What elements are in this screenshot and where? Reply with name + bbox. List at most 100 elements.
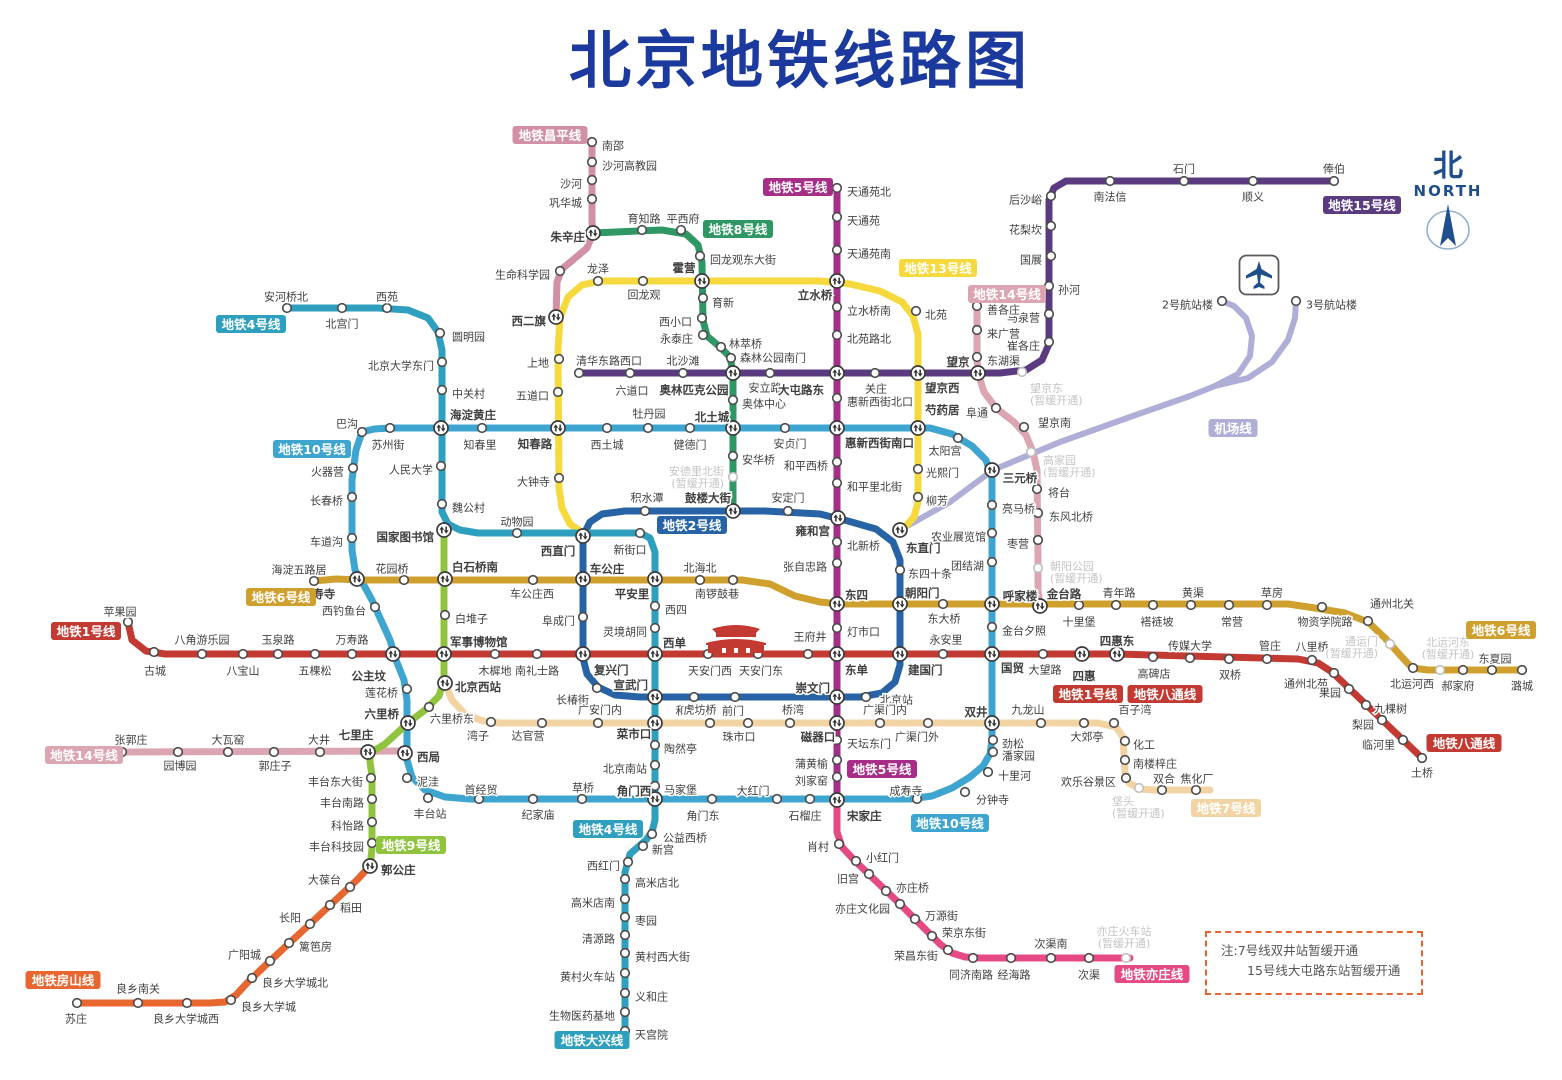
station-西单[interactable]: [647, 646, 663, 662]
station-北运河东[interactable]: [1434, 664, 1446, 676]
station-花梨坎[interactable]: [1045, 220, 1057, 232]
station-四惠东[interactable]: [1109, 646, 1125, 662]
station-来广营[interactable]: [971, 324, 983, 336]
station-崇文门[interactable]: [829, 689, 845, 705]
station-土桥[interactable]: [1416, 752, 1428, 764]
station-芍药居[interactable]: [910, 420, 926, 436]
station-枣营[interactable]: [1032, 534, 1044, 546]
station-大望路[interactable]: [1037, 648, 1049, 660]
line-badge-机场线[interactable]: 机场线: [1208, 419, 1258, 437]
station-永安里[interactable]: [937, 648, 949, 660]
station-西土城[interactable]: [601, 422, 613, 434]
line-badge-地铁7号线[interactable]: 地铁7号线: [1191, 799, 1261, 817]
station-苏州街[interactable]: [384, 422, 396, 434]
station-通运门[interactable]: [1384, 638, 1396, 650]
station-梨园[interactable]: [1376, 714, 1388, 726]
station-高米店北[interactable]: [619, 873, 631, 885]
station-双桥[interactable]: [1223, 653, 1235, 665]
station-双合[interactable]: [1156, 784, 1168, 796]
station-同济南路[interactable]: [967, 952, 979, 964]
line-badge-地铁10号线[interactable]: 地铁10号线: [911, 814, 989, 832]
station-王府井[interactable]: [802, 648, 814, 660]
station-劲松[interactable]: [987, 734, 999, 746]
station-苹果园[interactable]: [122, 616, 134, 628]
station-光熙门[interactable]: [912, 463, 924, 475]
station-六道口[interactable]: [624, 367, 636, 379]
line-badge-地铁6号线[interactable]: 地铁6号线: [1466, 621, 1536, 639]
station-十里堡[interactable]: [1073, 599, 1085, 611]
station-宣武门[interactable]: [647, 689, 663, 705]
station-北新桥[interactable]: [831, 536, 843, 548]
station-朱辛庄[interactable]: [585, 225, 601, 241]
station-新街口[interactable]: [634, 527, 646, 539]
station-3号航站楼[interactable]: [1290, 295, 1302, 307]
station-阜通[interactable]: [990, 402, 1002, 414]
station-灵境胡同[interactable]: [649, 622, 661, 634]
station-回龙观东大街[interactable]: [694, 250, 706, 262]
station-军事博物馆[interactable]: [436, 646, 452, 662]
station-金台夕照[interactable]: [986, 621, 998, 633]
station-广渠门外[interactable]: [922, 717, 934, 729]
station-知春路[interactable]: [550, 420, 566, 436]
station-海淀五路居[interactable]: [308, 575, 320, 587]
station-望京东[interactable]: [1016, 366, 1028, 378]
station-北沙滩[interactable]: [677, 367, 689, 379]
station-泥洼[interactable]: [401, 772, 413, 784]
station-万源街[interactable]: [909, 913, 921, 925]
station-林萃桥[interactable]: [715, 341, 727, 353]
station-北宫门[interactable]: [336, 302, 348, 314]
line-badge-地铁1号线[interactable]: 地铁1号线: [1053, 685, 1123, 703]
station-龙泽[interactable]: [592, 275, 604, 287]
station-大葆台[interactable]: [344, 881, 356, 893]
station-高家园[interactable]: [1025, 446, 1037, 458]
station-黄村西大街[interactable]: [619, 947, 631, 959]
station-东夏园[interactable]: [1486, 664, 1498, 676]
station-菜市口[interactable]: [647, 715, 663, 731]
line-badge-地铁5号线[interactable]: 地铁5号线: [847, 760, 917, 778]
station-桥湾[interactable]: [784, 717, 796, 729]
station-将台[interactable]: [1031, 483, 1043, 495]
station-小红门[interactable]: [850, 855, 862, 867]
station-沙河[interactable]: [586, 174, 598, 186]
station-角门东[interactable]: [706, 793, 718, 805]
station-纪家庙[interactable]: [527, 793, 539, 805]
station-马家堡[interactable]: [649, 780, 661, 792]
station-西局[interactable]: [397, 745, 413, 761]
station-科怡路[interactable]: [366, 816, 378, 828]
station-垡头[interactable]: [1133, 782, 1145, 794]
station-潞城[interactable]: [1516, 664, 1528, 676]
station-立水桥[interactable]: [829, 273, 845, 289]
station-欢乐谷景区[interactable]: [1120, 772, 1132, 784]
station-惠新西街北口[interactable]: [831, 392, 843, 404]
station-莲花桥[interactable]: [401, 683, 413, 695]
station-篱笆房[interactable]: [283, 937, 295, 949]
station-灯市口[interactable]: [831, 622, 843, 634]
station-大郊亭[interactable]: [1078, 717, 1090, 729]
station-呼家楼[interactable]: [984, 596, 1000, 612]
station-花园桥[interactable]: [398, 574, 410, 586]
station-郭庄子[interactable]: [268, 746, 280, 758]
station-高米店南[interactable]: [619, 893, 631, 905]
line-badge-地铁2号线[interactable]: 地铁2号线: [657, 516, 727, 534]
station-次渠[interactable]: [1083, 952, 1095, 964]
station-亦庄文化园[interactable]: [894, 898, 906, 910]
station-健德门[interactable]: [684, 422, 696, 434]
station-生物医药基地[interactable]: [619, 1006, 631, 1018]
station-古城[interactable]: [148, 646, 160, 658]
line-badge-地铁八通线[interactable]: 地铁八通线: [1127, 685, 1203, 703]
station-南礼士路[interactable]: [531, 648, 543, 660]
station-物资学院路[interactable]: [1316, 601, 1328, 613]
station-俸伯[interactable]: [1328, 175, 1340, 187]
station-蒲黄榆[interactable]: [831, 754, 843, 766]
station-和平里北街[interactable]: [831, 477, 843, 489]
station-果园[interactable]: [1343, 683, 1355, 695]
station-经海路[interactable]: [1005, 952, 1017, 964]
line-badge-地铁14号线[interactable]: 地铁14号线: [968, 285, 1046, 303]
station-石门[interactable]: [1178, 175, 1190, 187]
station-北京站[interactable]: [860, 691, 872, 703]
station-巴沟[interactable]: [356, 426, 368, 438]
station-清华东路西口[interactable]: [573, 367, 585, 379]
station-育知路[interactable]: [636, 224, 648, 236]
station-六里桥东[interactable]: [423, 701, 435, 713]
station-肖村[interactable]: [833, 838, 845, 850]
